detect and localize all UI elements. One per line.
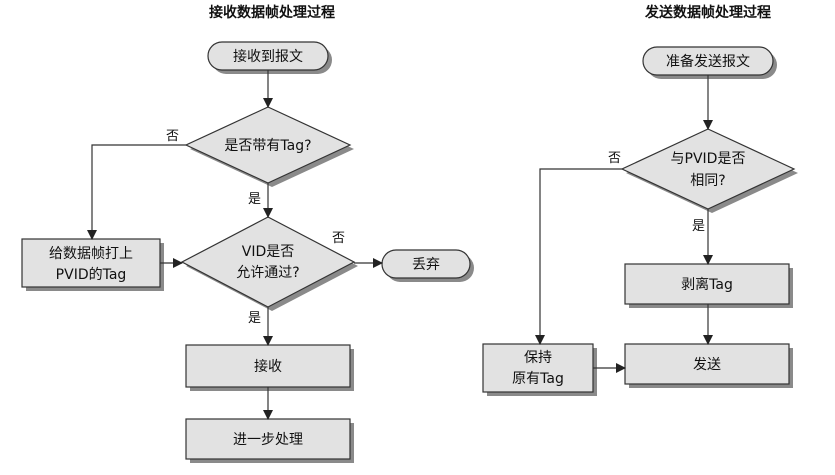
edge-vid-yes-label: 是 [248, 311, 261, 326]
receive-start-label: 接收到报文 [233, 48, 303, 65]
further-processing-label: 进一步处理 [233, 432, 303, 448]
send-start-node: 准备发送报文 [642, 46, 777, 79]
send-start-label: 准备发送报文 [666, 53, 750, 70]
edge-same-no [535, 168, 622, 345]
add-pvid-tag-line1: 给数据帧打上 [49, 245, 133, 262]
decision-same-pvid-line1: 与PVID是否 [671, 151, 746, 167]
accept-label: 接收 [254, 358, 282, 375]
edge-vid-no-label: 否 [332, 231, 345, 246]
further-processing-box: 进一步处理 [185, 418, 354, 463]
keep-tag-box: 保持 原有Tag [482, 343, 597, 396]
decision-vid-allowed: VID是否 允许通过? [180, 216, 358, 311]
receive-title: 接收数据帧处理过程 [209, 4, 335, 21]
edge-tag-no-label: 否 [166, 129, 179, 144]
edge-same-no-label: 否 [608, 151, 621, 166]
send-box: 发送 [624, 343, 793, 388]
decision-vid-line2: 允许通过? [236, 265, 299, 281]
send-title: 发送数据帧处理过程 [644, 4, 771, 21]
discard-node: 丢弃 [381, 249, 474, 282]
accept-box: 接收 [185, 344, 354, 391]
decision-vid-line1: VID是否 [242, 244, 295, 260]
edge-same-yes-label: 是 [692, 219, 705, 234]
send-label: 发送 [693, 357, 721, 373]
decision-has-tag: 是否带有Tag? [184, 106, 354, 187]
decision-same-pvid: 与PVID是否 相同? [620, 128, 798, 213]
keep-tag-line1: 保持 [524, 350, 552, 366]
decision-has-tag-label: 是否带有Tag? [224, 138, 311, 154]
strip-tag-label: 剥离Tag [681, 276, 733, 293]
add-pvid-tag-line2: PVID的Tag [56, 267, 127, 283]
decision-same-pvid-line2: 相同? [690, 173, 725, 189]
keep-tag-line2: 原有Tag [512, 371, 564, 387]
edge-tag-no [87, 144, 186, 240]
add-pvid-tag-box: 给数据帧打上 PVID的Tag [21, 238, 164, 291]
receive-start-node: 接收到报文 [207, 41, 332, 74]
discard-label: 丢弃 [412, 257, 440, 273]
edge-tag-yes-label: 是 [248, 192, 261, 207]
strip-tag-box: 剥离Tag [624, 263, 793, 308]
